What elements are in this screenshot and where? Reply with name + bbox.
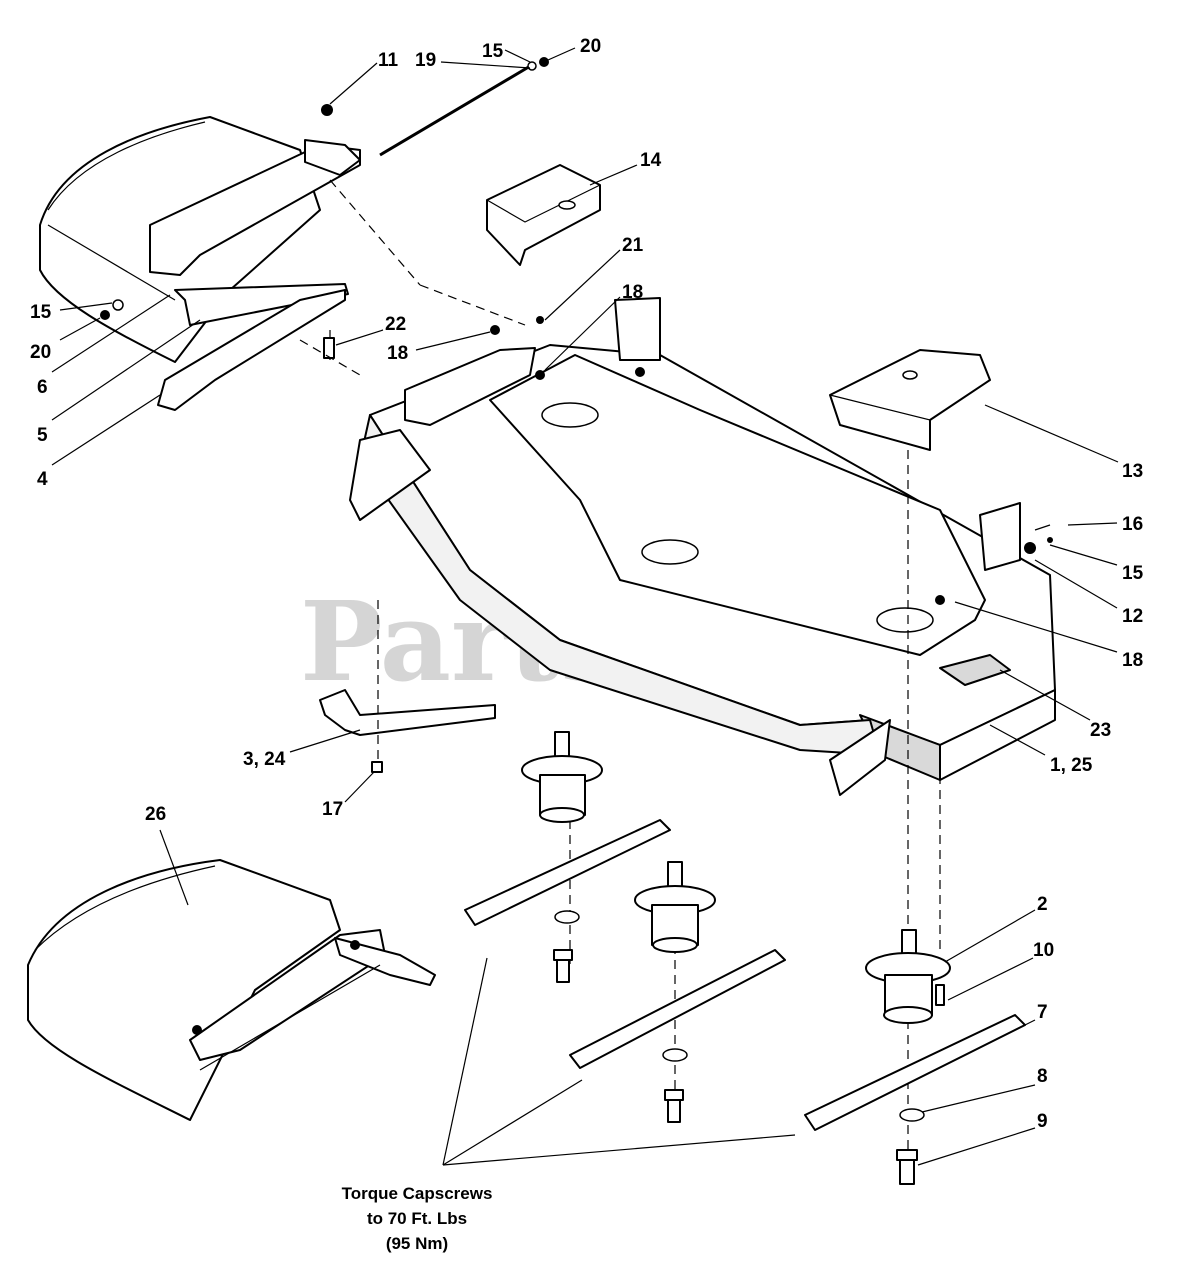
callout-18-left: 18 bbox=[387, 343, 408, 364]
spindle-assembly-left bbox=[521, 731, 603, 823]
torque-note-line-3: (95 Nm) bbox=[386, 1234, 448, 1253]
baffle-plate bbox=[486, 164, 601, 266]
callout-21: 21 bbox=[622, 235, 644, 256]
deck-bracket bbox=[319, 600, 496, 773]
mower-deck-housing bbox=[349, 297, 1056, 796]
blade-right bbox=[804, 1014, 1026, 1185]
callout-20-left: 20 bbox=[30, 342, 51, 363]
callout-16: 16 bbox=[1122, 514, 1143, 535]
callout-4: 4 bbox=[37, 469, 48, 490]
callout-10: 10 bbox=[1033, 940, 1054, 961]
callout-15-top: 15 bbox=[482, 41, 504, 62]
adjustment-rod bbox=[379, 57, 549, 157]
callout-22: 22 bbox=[385, 314, 406, 335]
spindle-assembly-center bbox=[634, 861, 716, 953]
torque-note-line-1: Torque Capscrews bbox=[342, 1184, 493, 1203]
callout-14: 14 bbox=[640, 150, 662, 171]
spindle-assembly-right bbox=[865, 929, 951, 1024]
callout-6: 6 bbox=[37, 377, 48, 398]
blade-center bbox=[569, 949, 786, 1123]
callout-20-top: 20 bbox=[580, 36, 601, 57]
callout-15-right: 15 bbox=[1122, 563, 1144, 584]
callout-26: 26 bbox=[145, 804, 166, 825]
callout-9: 9 bbox=[1037, 1111, 1048, 1132]
callout-15-left: 15 bbox=[30, 302, 52, 323]
callout-13: 13 bbox=[1122, 461, 1143, 482]
callout-2: 2 bbox=[1037, 894, 1048, 915]
callout-1-25: 1, 25 bbox=[1050, 755, 1093, 776]
torque-note-line-2: to 70 Ft. Lbs bbox=[367, 1209, 467, 1228]
callout-18-upper: 18 bbox=[622, 282, 643, 303]
callout-3-24: 3, 24 bbox=[243, 749, 286, 770]
discharge-chute-assembly bbox=[39, 104, 361, 411]
callout-23: 23 bbox=[1090, 720, 1111, 741]
callout-7: 7 bbox=[1037, 1002, 1048, 1023]
callout-18-right: 18 bbox=[1122, 650, 1143, 671]
discharge-chute-alternate bbox=[27, 859, 436, 1121]
callout-5: 5 bbox=[37, 425, 48, 446]
callout-11: 11 bbox=[378, 50, 399, 71]
callout-8: 8 bbox=[1037, 1066, 1048, 1087]
belt-cover bbox=[829, 349, 991, 451]
callout-17: 17 bbox=[322, 799, 343, 820]
callout-19: 19 bbox=[415, 50, 436, 71]
callout-12: 12 bbox=[1122, 606, 1143, 627]
blade-left bbox=[464, 819, 671, 983]
leader-lines bbox=[51, 47, 1119, 1166]
